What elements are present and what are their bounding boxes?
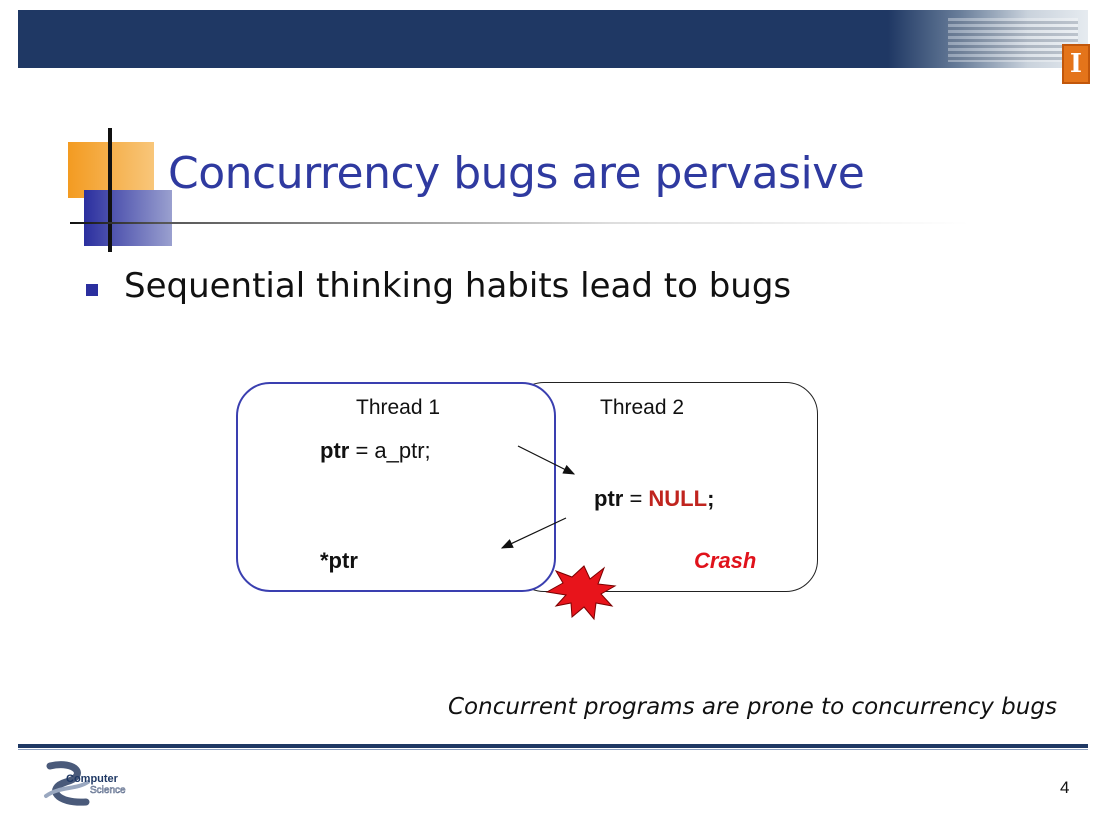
slide-caption: Concurrent programs are prone to concurr… xyxy=(448,694,1057,720)
thread1-var: ptr xyxy=(320,438,350,463)
slide-title: Concurrency bugs are pervasive xyxy=(168,148,865,199)
logo-text-computer: Computer xyxy=(66,773,119,785)
thread2-stmt-null: ptr = NULL; xyxy=(594,486,714,512)
thread2-semicolon: ; xyxy=(707,486,715,511)
footer-line-thin xyxy=(18,749,1088,750)
header-bar xyxy=(18,10,1088,68)
bullet-icon xyxy=(86,284,98,296)
logo-text-science: Science xyxy=(90,785,126,796)
header-building-photo xyxy=(888,10,1088,68)
thread2-var: ptr xyxy=(594,486,624,511)
null-keyword: NULL xyxy=(648,486,708,511)
thread1-assign-rest: = a_ptr; xyxy=(349,438,431,463)
thread2-box xyxy=(512,382,818,592)
thread1-stmt-assign: ptr = a_ptr; xyxy=(320,438,431,464)
university-logo: I xyxy=(1062,44,1090,84)
crash-burst-icon xyxy=(545,565,617,621)
arrow-t2-to-t1 xyxy=(500,517,567,549)
thread2-eq: = xyxy=(623,486,649,511)
thread2-label: Thread 2 xyxy=(600,396,685,419)
arrow-t1-to-t2 xyxy=(517,445,576,475)
thread1-label: Thread 1 xyxy=(356,396,441,419)
thread1-box xyxy=(236,382,556,592)
bullet-text: Sequential thinking habits lead to bugs xyxy=(124,266,792,306)
crash-label: Crash xyxy=(694,548,757,573)
footer-line xyxy=(18,744,1088,748)
computer-science-logo: Computer Science xyxy=(44,761,126,806)
page-number: 4 xyxy=(1060,778,1070,797)
thread1-deref: *ptr xyxy=(320,548,358,573)
